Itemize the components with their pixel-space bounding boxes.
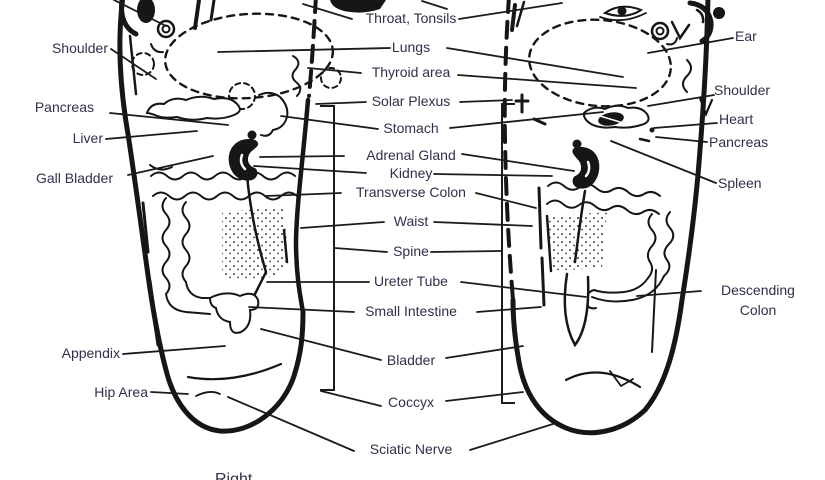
label-transverse-colon: Transverse Colon bbox=[356, 184, 466, 200]
label-coccyx: Coccyx bbox=[388, 394, 434, 410]
small-intestine-zone-left bbox=[222, 207, 288, 281]
leader-lines bbox=[105, 0, 734, 452]
eye-glyph bbox=[599, 5, 647, 22]
label-shoulder-right: Shoulder bbox=[714, 82, 771, 98]
label-descending-colon: Descending Colon bbox=[721, 282, 795, 318]
label-adrenal-gland: Adrenal Gland bbox=[366, 147, 456, 163]
left-foot-toes bbox=[119, 0, 386, 37]
caption-right-foot: Right bbox=[215, 471, 253, 480]
label-lungs: Lungs bbox=[391, 39, 431, 55]
label-small-intestine: Small Intestine bbox=[365, 303, 457, 319]
ear-spiral-right bbox=[650, 21, 678, 46]
label-stomach: Stomach bbox=[383, 120, 439, 136]
label-kidney: Kidney bbox=[389, 165, 433, 181]
label-spine: Spine bbox=[393, 243, 429, 259]
label-sciatic-nerve: Sciatic Nerve bbox=[369, 441, 453, 457]
label-throat-tonsils: Throat, Tonsils bbox=[365, 10, 457, 26]
label-heart: Heart bbox=[719, 111, 754, 127]
label-waist: Waist bbox=[393, 213, 429, 229]
pancreas-zone-left bbox=[145, 95, 241, 121]
heart-zone bbox=[582, 104, 655, 143]
kidney-right bbox=[572, 139, 600, 189]
ear-spiral-left bbox=[150, 19, 176, 54]
bladder-zone-left bbox=[208, 292, 260, 334]
label-gall-bladder: Gall Bladder bbox=[35, 170, 113, 186]
label-pancreas-left: Pancreas bbox=[34, 99, 94, 115]
right-foot bbox=[502, 0, 725, 436]
label-ureter-tube: Ureter Tube bbox=[374, 273, 448, 289]
label-hip-area: Hip Area bbox=[94, 384, 148, 400]
label-bladder: Bladder bbox=[386, 352, 436, 368]
label-liver: Liver bbox=[72, 130, 103, 146]
kidney-left bbox=[228, 130, 259, 181]
label-appendix: Appendix bbox=[61, 345, 120, 361]
label-spleen: Spleen bbox=[718, 175, 762, 191]
label-shoulder-left: Shoulder bbox=[51, 40, 108, 56]
bladder-zone-right bbox=[563, 272, 590, 348]
label-solar-plexus: Solar Plexus bbox=[371, 93, 451, 109]
lung-zone-right bbox=[527, 18, 673, 108]
label-ear: Ear bbox=[735, 28, 757, 44]
label-pancreas-right: Pancreas bbox=[709, 134, 769, 150]
spine-brackets bbox=[320, 103, 515, 404]
label-thyroid-area: Thyroid area bbox=[371, 64, 451, 80]
